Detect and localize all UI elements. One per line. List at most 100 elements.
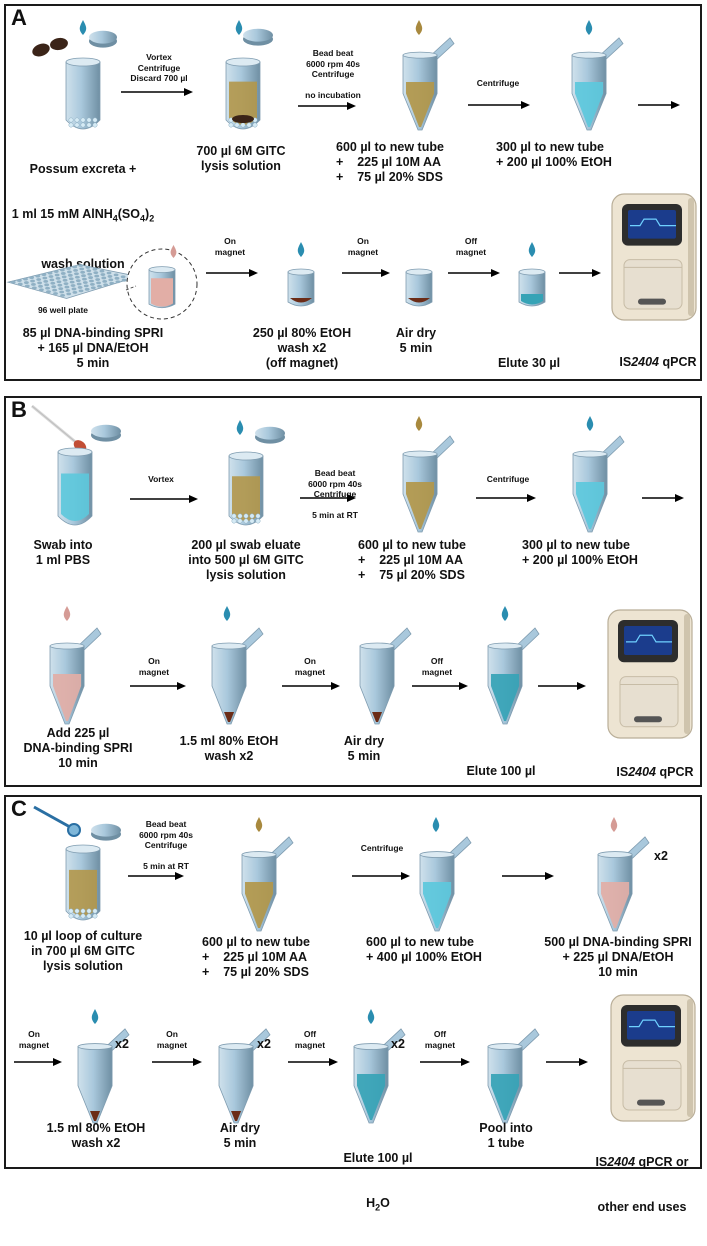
step-label: 300 µl to new tube + 200 µl 100% EtOH <box>522 538 638 567</box>
tube-cap-icon <box>88 30 118 48</box>
panel-a: A Possum excreta + 1 ml 15 mM AlNH4(SO4)… <box>4 4 702 418</box>
arrow-icon <box>476 493 536 503</box>
droplet-icon <box>609 817 619 832</box>
arrow-label: Vortex Centrifuge Discard 700 µl <box>130 52 188 83</box>
arrow-label: Centrifuge <box>360 843 404 853</box>
arrow-label: Off magnet <box>294 1029 326 1050</box>
panel-c: C 10 µl loop of culture in 700 µl 6M GIT… <box>4 795 702 1214</box>
well-icon <box>518 268 546 308</box>
arrow-label: Centrifuge <box>476 78 520 88</box>
qpcr-machine-icon <box>610 192 698 322</box>
arrow-icon <box>298 101 356 111</box>
step-label: 1.5 ml 80% EtOH wash x2 <box>46 1121 146 1150</box>
step-label: Air dry 5 min <box>343 734 385 763</box>
droplet-icon <box>431 817 441 832</box>
arrow-icon <box>300 493 356 503</box>
tube-icon <box>484 624 540 725</box>
arrow-icon <box>642 493 684 503</box>
step-label: 600 µl to new tube + 400 µl 100% EtOH <box>366 935 482 964</box>
arrow-icon <box>288 1057 338 1067</box>
arrow-icon <box>121 87 193 97</box>
tube-icon <box>224 56 262 136</box>
droplet-icon <box>414 20 424 35</box>
panel-label: B <box>11 397 27 422</box>
arrow-icon <box>502 871 554 881</box>
tube-icon <box>208 624 264 725</box>
droplet-icon <box>414 416 424 431</box>
multiplier-label: x2 <box>391 1037 405 1051</box>
tube-icon <box>568 34 624 131</box>
arrow-icon <box>130 494 198 504</box>
arrow-label: On magnet <box>294 656 326 677</box>
droplet-icon <box>366 1009 376 1024</box>
arrow-icon <box>420 1057 470 1067</box>
step-label: 200 µl swab eluate into 500 µl 6M GITC l… <box>188 538 304 582</box>
panel-b: B Swab into 1 ml PBS Vortex 200 µl swab … <box>4 396 702 826</box>
panel-label: C <box>11 796 27 821</box>
arrow-icon <box>638 100 680 110</box>
swab-icon <box>28 402 88 452</box>
arrow-label: On magnet <box>18 1029 50 1050</box>
tube-icon <box>238 833 294 932</box>
arrow-label: On magnet <box>214 236 246 257</box>
step-label: 10 µl loop of culture in 700 µl 6M GITC … <box>23 929 143 973</box>
arrow-icon <box>352 871 410 881</box>
tube-icon <box>399 432 455 533</box>
tube-icon <box>215 1025 271 1124</box>
droplet-icon <box>527 242 537 257</box>
arrow-label: Off magnet <box>455 236 487 257</box>
arrow-icon <box>14 1057 62 1067</box>
well-plate-icon <box>6 258 139 302</box>
arrow-label: On magnet <box>138 656 170 677</box>
arrow-icon <box>128 871 184 881</box>
tube-icon <box>350 1025 406 1124</box>
droplet-icon <box>222 606 232 621</box>
arrow-label: Vortex <box>148 474 174 484</box>
arrow-label: Bead beat 6000 rpm 40s Centrifuge 5 min … <box>308 468 362 520</box>
qpcr-machine-icon <box>606 608 694 740</box>
droplet-icon <box>78 20 88 35</box>
arrow-icon <box>448 268 500 278</box>
well-icon <box>405 268 433 308</box>
arrow-icon <box>282 681 340 691</box>
arrow-icon <box>538 681 586 691</box>
droplet-icon <box>235 420 245 435</box>
step-label: 700 µl 6M GITC lysis solution <box>196 144 286 173</box>
step-label: IS2404 qPCR <box>619 355 697 369</box>
arrow-label: On magnet <box>347 236 379 257</box>
tube-icon <box>46 624 102 725</box>
step-label: Swab into 1 ml PBS <box>33 538 93 567</box>
arrow-icon <box>559 268 601 278</box>
multiplier-label: x2 <box>257 1037 271 1051</box>
magnified-well-icon <box>125 248 198 320</box>
step-label: IS2404 qPCR or other end uses <box>595 1155 689 1214</box>
step-label: 1.5 ml 80% EtOH wash x2 <box>179 734 279 763</box>
tube-icon <box>399 34 455 131</box>
arrow-icon <box>342 268 390 278</box>
droplet-icon <box>62 606 72 621</box>
step-label: 600 µl to new tube + 225 µl 10M AA + 75 … <box>358 538 466 582</box>
droplet-icon <box>254 817 264 832</box>
step-label: 300 µl to new tube + 200 µl 100% EtOH <box>496 140 612 169</box>
droplet-icon <box>500 606 510 621</box>
step-label: Pool into 1 tube <box>479 1121 533 1150</box>
plate-label: 96 well plate <box>37 305 89 315</box>
tube-icon <box>594 833 650 932</box>
tube-cap-icon <box>90 823 122 841</box>
panel-label: A <box>11 5 27 30</box>
droplet-icon <box>584 20 594 35</box>
step-label: IS2404 qPCR <box>616 765 694 779</box>
step-label: Elute 100 µl H2O <box>343 1151 413 1213</box>
possum-excreta-icon <box>28 36 78 59</box>
droplet-icon <box>90 1009 100 1024</box>
step-label: 85 µl DNA-binding SPRI + 165 µl DNA/EtOH… <box>22 326 164 370</box>
step-label: 500 µl DNA-binding SPRI + 225 µl DNA/EtO… <box>544 935 692 979</box>
tube-icon <box>74 1025 130 1124</box>
step-label: Air dry 5 min <box>219 1121 261 1150</box>
arrow-icon <box>130 681 186 691</box>
droplet-icon <box>296 242 306 257</box>
droplet-icon <box>585 416 595 431</box>
step-label: 600 µl to new tube + 225 µl 10M AA + 75 … <box>202 935 310 979</box>
tube-icon <box>484 1025 540 1124</box>
tube-icon <box>356 624 412 725</box>
